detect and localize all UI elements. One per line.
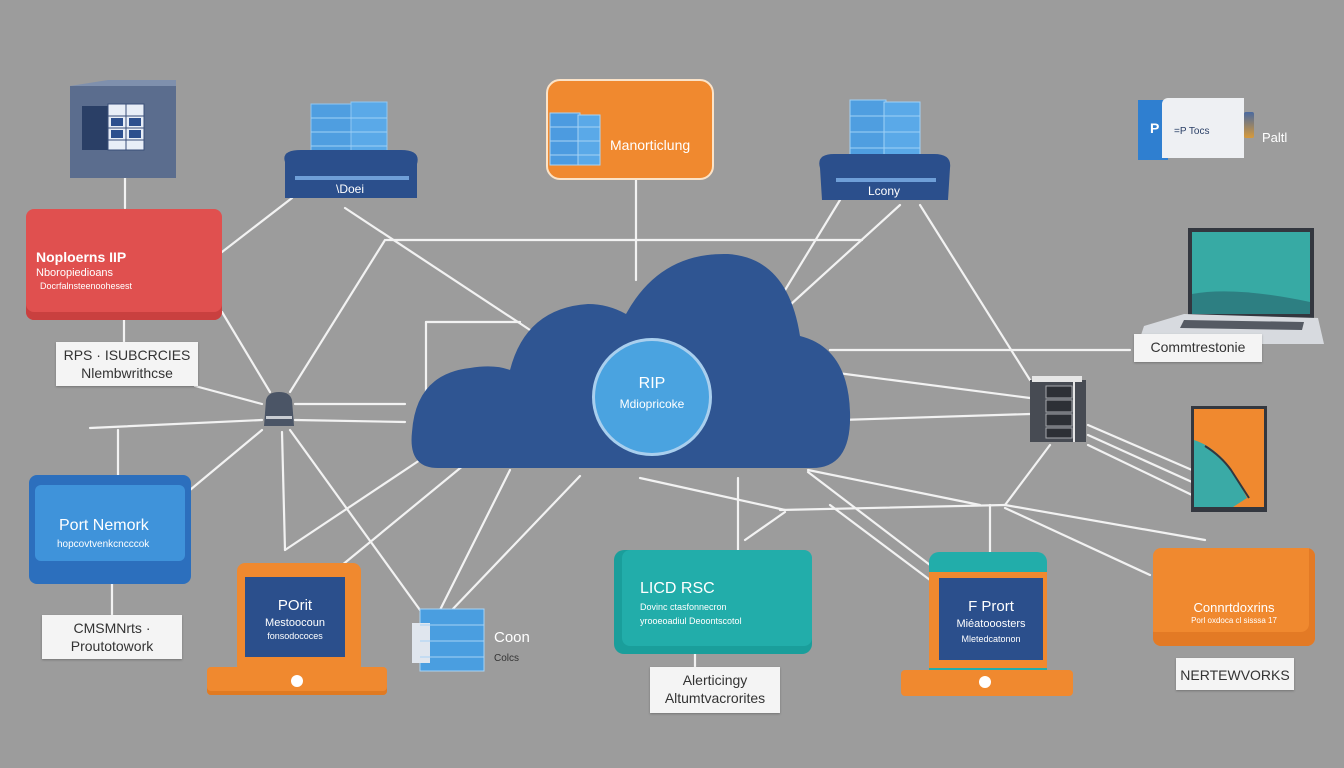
port-network-title: Port Nemork xyxy=(59,517,149,534)
caption-line: RPS · ISUBCRCIES xyxy=(63,347,191,363)
server-rack-icon xyxy=(549,112,601,166)
wire xyxy=(918,203,1032,382)
wire xyxy=(438,468,512,612)
wire xyxy=(328,458,472,577)
wire xyxy=(780,198,842,297)
device-badge: P xyxy=(1150,120,1160,136)
cloud-hub-title: RIP xyxy=(638,375,666,392)
wire xyxy=(288,428,422,612)
wire xyxy=(743,510,787,542)
wire xyxy=(788,203,902,307)
port-network-panel[interactable]: Port Nemork hopcovtvenkcncccok xyxy=(29,475,191,584)
wire xyxy=(1086,433,1194,484)
wire xyxy=(1086,423,1194,472)
orange-laptop-title: POrit xyxy=(277,597,313,614)
wire xyxy=(806,468,982,507)
cloud-hub[interactable]: RIP Mdiopricoke xyxy=(592,338,712,456)
wire xyxy=(188,428,264,492)
server-stack-icon xyxy=(819,99,951,200)
caption-line: Altumtvacrorites xyxy=(664,690,766,706)
red-ip-panel[interactable]: Noploerns IIP Nboropiedioans Docrfalnste… xyxy=(26,209,222,320)
teal-panel-line2: yrooeoadiul Deoontscotol xyxy=(640,616,742,626)
person-icon xyxy=(979,676,991,688)
connections-title: Connrtdoxrins xyxy=(1193,600,1275,615)
wire xyxy=(806,470,932,567)
wire xyxy=(293,418,407,424)
caption-line: CMSMNrts · xyxy=(73,620,151,636)
small-server-subtitle: Colcs xyxy=(494,653,520,664)
connections-subtitle: Porl oxdoca cl sisssa 17 xyxy=(1191,616,1277,625)
cloud-hub-subtitle: Mdiopricoke xyxy=(619,397,685,411)
teal-panel-line1: Dovinc ctasfonnecron xyxy=(640,602,727,612)
monitoring-card[interactable]: Manorticlung xyxy=(546,79,714,180)
wire xyxy=(838,412,1032,422)
laptop-caption: Commtrestonie xyxy=(1134,334,1262,362)
port-network-subtitle: hopcovtvenkcncccok xyxy=(57,539,150,550)
server-node-left-label: \Doei xyxy=(335,182,364,196)
teal-laptop-line1: Miéatooosters xyxy=(956,618,1026,630)
teal-panel-caption: Alerticingy Altumtvacrorites xyxy=(650,667,780,713)
server-node-right-label: Lcony xyxy=(867,184,901,198)
server-node-right[interactable]: Lcony xyxy=(816,98,952,202)
port-network-caption: CMSMNrts · Proutotowork xyxy=(42,615,182,659)
connections-panel[interactable]: Connrtdoxrins Porl oxdoca cl sisssa 17 xyxy=(1153,548,1315,646)
red-panel-line1: Nboropiedioans xyxy=(36,267,114,279)
wire xyxy=(638,476,787,512)
caption-line: Proutotowork xyxy=(70,638,154,654)
caption-line: Alerticingy xyxy=(682,672,748,688)
router-hub-icon[interactable] xyxy=(262,390,296,430)
device-inner-text: =P Tocs xyxy=(1174,126,1210,137)
wire xyxy=(1003,503,1207,542)
orange-laptop[interactable]: POrit Mestoocoun fonsodococes xyxy=(207,563,387,697)
wire xyxy=(88,418,264,430)
wire xyxy=(1086,443,1194,497)
teal-laptop-line2: Mletedcatonon xyxy=(961,634,1021,644)
teal-laptop[interactable]: F Prort Miéatooosters Mletedcatonon xyxy=(901,552,1073,696)
wire xyxy=(283,458,422,552)
wire xyxy=(280,430,287,552)
wire xyxy=(193,384,264,406)
wire xyxy=(1003,506,1152,577)
teal-laptop-title: F Prort xyxy=(968,598,1014,615)
wire xyxy=(828,503,932,582)
server-cabinet-icon[interactable] xyxy=(68,80,176,180)
wire xyxy=(828,370,1032,400)
wire xyxy=(343,206,532,332)
device-plug-icon xyxy=(1244,112,1254,138)
monitoring-label: Manorticlung xyxy=(610,137,691,153)
wire xyxy=(220,310,272,394)
network-switch-icon[interactable] xyxy=(1028,376,1088,444)
person-icon xyxy=(291,675,303,687)
wire xyxy=(288,238,387,394)
wire xyxy=(448,474,582,614)
red-panel-line2: Docrfalnsteenoohesest xyxy=(40,281,133,291)
teal-panel-title: LICD RSC xyxy=(640,580,715,597)
device-label: Paltl xyxy=(1262,130,1288,145)
caption-line: Nlembwrithcse xyxy=(81,365,173,381)
teal-rsc-panel[interactable]: LICD RSC Dovinc ctasfonnecron yrooeoadiu… xyxy=(614,550,812,654)
server-icon xyxy=(412,608,485,672)
red-panel-caption: RPS · ISUBCRCIES Nlembwrithcse xyxy=(56,342,198,386)
wire xyxy=(220,196,294,254)
red-panel-title: Noploerns IIP xyxy=(36,249,127,265)
orange-laptop-line1: Mestoocoun xyxy=(265,617,325,629)
laptop-icon[interactable] xyxy=(1134,226,1326,350)
wire xyxy=(778,503,1007,512)
networks-caption: NERTEWVORKS xyxy=(1176,658,1294,690)
wire xyxy=(1003,443,1052,507)
top-right-device[interactable]: P =P Tocs Paltl xyxy=(1138,98,1308,162)
server-stack-icon xyxy=(284,101,418,198)
small-server-title: Coon xyxy=(494,629,530,646)
server-node-left[interactable]: \Doei xyxy=(281,100,419,200)
small-server[interactable]: Coon Colcs xyxy=(410,605,550,675)
tablet-icon[interactable] xyxy=(1191,406,1267,514)
orange-laptop-line2: fonsodococes xyxy=(267,631,323,641)
